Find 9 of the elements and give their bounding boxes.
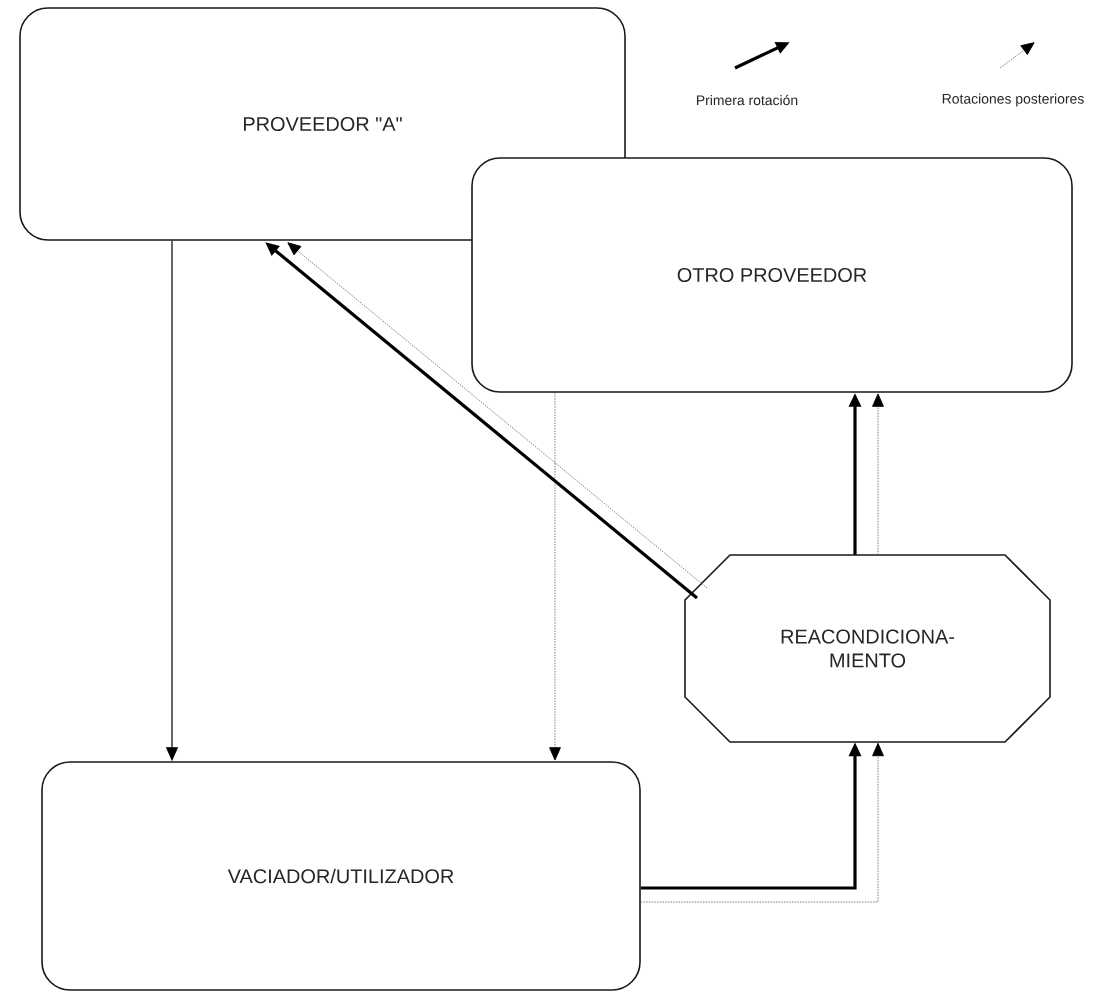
legend-label: Rotaciones posteriores	[942, 93, 1084, 107]
process-box: PROVEEDOR "A"	[19, 7, 626, 241]
process-box: OTRO PROVEEDOR	[471, 157, 1073, 393]
legend-label: Primera rotación	[697, 94, 798, 106]
process-octagon: REACONDICIONA- MIENTO	[684, 554, 1051, 743]
arrow	[549, 392, 561, 761]
arrow	[872, 393, 884, 556]
arrow	[640, 742, 884, 903]
process-box: VACIADOR/UTILIZADOR	[41, 761, 641, 991]
